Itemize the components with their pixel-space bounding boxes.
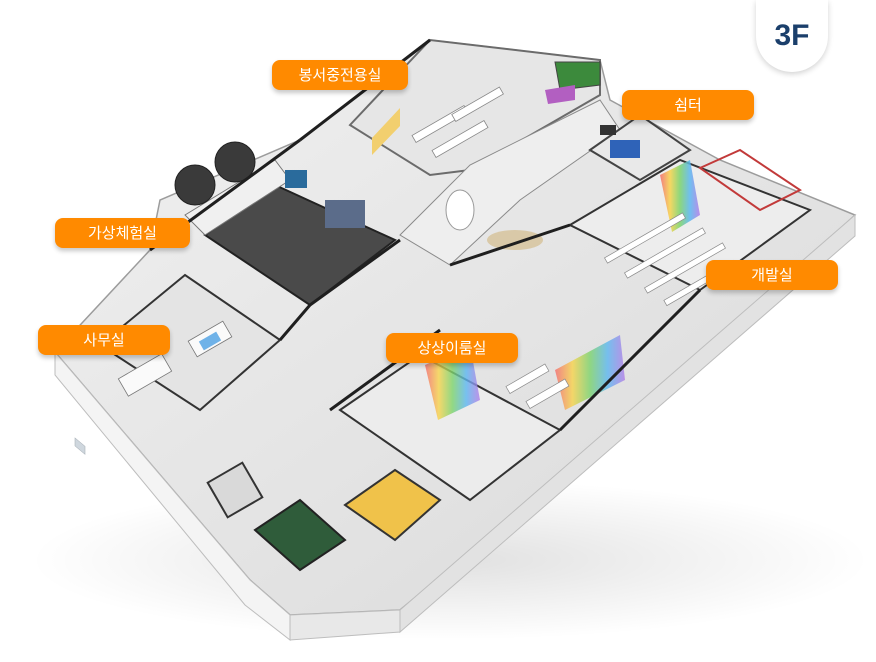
room-label-sangsang[interactable]: 상상이룸실 (386, 333, 518, 363)
room-gaebal-floor (567, 158, 813, 292)
samu-blue-accent (198, 331, 222, 351)
swimteo-blue-booth (610, 140, 640, 158)
room-label-bongseo[interactable]: 봉서중전용실 (272, 60, 408, 90)
room-bongseo-yellow-wall (372, 108, 400, 155)
gaebal-rainbow-wall (660, 160, 700, 232)
swimteo-tv (600, 125, 616, 135)
gaebal-red-grid (697, 148, 802, 212)
room-label-samu[interactable]: 사무실 (38, 325, 170, 355)
bongseo-purple-wall (545, 85, 575, 104)
room-label-gasang[interactable]: 가상체험실 (55, 218, 190, 248)
room-label-swimteo[interactable]: 쉼터 (622, 90, 754, 120)
lounge-table (487, 230, 543, 250)
floor-indicator-badge: 3F (756, 0, 828, 72)
lounge-pillar (445, 189, 475, 231)
elevator-core (206, 461, 264, 519)
restroom-green (253, 498, 347, 572)
bongseo-desks (411, 86, 504, 159)
sangsang-rainbow-wall (425, 345, 480, 420)
windows-left (74, 437, 86, 455)
sangsang-rainbow-wall-2 (555, 335, 625, 410)
bongseo-green-room (554, 61, 601, 91)
gasang-blue-screen (285, 170, 307, 188)
restroom-yellow (343, 468, 442, 542)
room-label-gaebal[interactable]: 개발실 (706, 260, 838, 290)
gasang-display-wall (325, 200, 365, 228)
facade-right (399, 213, 856, 634)
floor-label: 3F (774, 19, 810, 52)
gasang-pod-1 (174, 164, 216, 206)
gasang-pod-2 (214, 141, 256, 183)
sangsang-tables (505, 363, 570, 409)
